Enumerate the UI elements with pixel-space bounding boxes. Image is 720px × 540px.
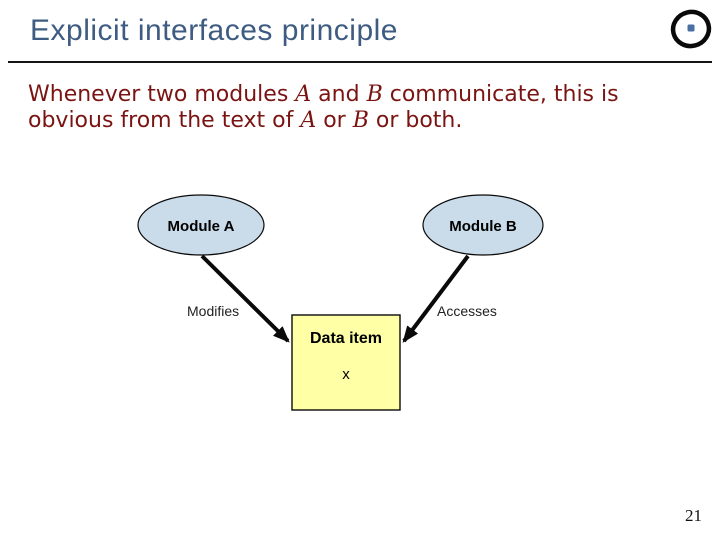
modifies-label: Modifies [187, 303, 240, 319]
text-segment-module-a: A [295, 82, 312, 107]
module-b-label: Module B [449, 218, 517, 235]
text-segment-module-b: B [352, 108, 369, 133]
data-item-value: x [342, 366, 350, 383]
module-a-ellipse [137, 194, 265, 256]
modifies-arrow [200, 254, 290, 343]
logo-ring [670, 9, 712, 49]
module-a-label: Module A [167, 218, 235, 235]
accesses-arrow [402, 254, 470, 343]
page-number: 21 [685, 506, 702, 525]
title-divider [8, 61, 712, 63]
principle-text-line1: Whenever two modules A and B communicate… [28, 82, 678, 108]
data-item-label: Data item [309, 330, 383, 347]
text-segment-module-a: A [300, 108, 317, 133]
ring-logo-icon [670, 9, 712, 49]
module-b-ellipse [422, 194, 544, 256]
principle-text: Whenever two modules A and B communicate… [28, 82, 678, 134]
text-segment: or both. [368, 108, 463, 133]
text-segment: obvious from the text of [28, 108, 301, 133]
text-segment: and [311, 82, 367, 107]
slide-title: Explicit interfaces principle [30, 14, 398, 47]
text-segment: Whenever two modules [28, 82, 296, 107]
accesses-label: Accesses [437, 303, 497, 319]
data-item-rect [291, 314, 401, 411]
text-segment-module-b: B [366, 82, 383, 107]
principle-text-line2: obvious from the text of A or B or both. [28, 108, 678, 134]
logo-dot [687, 24, 695, 32]
text-segment: or [316, 108, 353, 133]
text-segment: communicate, this is [382, 82, 619, 107]
